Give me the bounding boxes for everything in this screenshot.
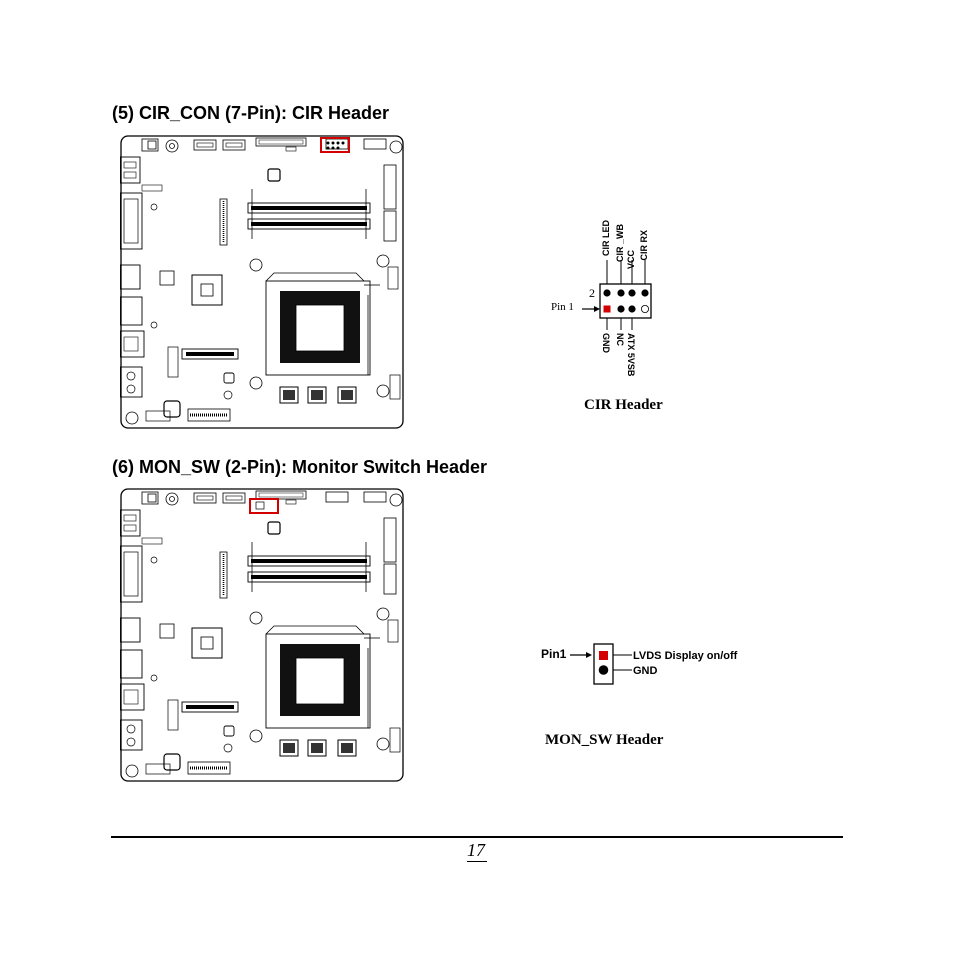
pin-dot: [617, 289, 625, 297]
atx-5vsb-label: ATX 5VSB: [626, 333, 636, 377]
mon-sw-pin1-label: Pin1: [541, 647, 567, 661]
mon-sw-pin-1: [599, 651, 608, 660]
cir-led-label: CIR LED: [601, 220, 611, 256]
mon-sw-highlight: [249, 498, 279, 514]
cir-rx-label: CIR RX: [639, 230, 649, 261]
cir-con-highlight: [320, 137, 350, 153]
motherboard-diagram-mon-sw: [120, 488, 405, 783]
pin-dot: [641, 289, 649, 297]
pin-dot: [617, 305, 625, 313]
section-6-title: (6) MON_SW (2-Pin): Monitor Switch Heade…: [112, 457, 488, 477]
footer-rule: [111, 836, 843, 838]
cir-header-diagram: [582, 260, 652, 330]
cir-header-outline: [599, 283, 652, 319]
motherboard-diagram-cir: [120, 135, 405, 430]
gnd-label: GND: [601, 333, 611, 353]
mon-sw-header-caption: MON_SW Header: [545, 732, 664, 748]
page-number-underline: [467, 861, 487, 862]
pin-1-square: [603, 305, 611, 313]
page-number: 17: [467, 840, 485, 860]
pin-1-label: Pin 1: [551, 301, 574, 313]
mon-sw-gnd-label: GND: [633, 665, 658, 677]
lvds-label: LVDS Display on/off: [633, 650, 738, 662]
pin-dot: [603, 289, 611, 297]
section-5-title: (5) CIR_CON (7-Pin): CIR Header: [112, 103, 390, 123]
mon-sw-header-diagram: [570, 643, 632, 685]
mon-sw-pin-2: [598, 665, 609, 675]
cir-wb-label: CIR _WB: [615, 224, 625, 262]
pin-dot: [628, 305, 636, 313]
pin-dot: [628, 289, 636, 297]
cir-header-caption: CIR Header: [584, 397, 663, 413]
pin-2-label: 2: [589, 286, 595, 300]
mon-sw-header-outline: [593, 643, 614, 685]
pin-empty: [641, 305, 650, 314]
nc-label: NC: [615, 333, 625, 346]
